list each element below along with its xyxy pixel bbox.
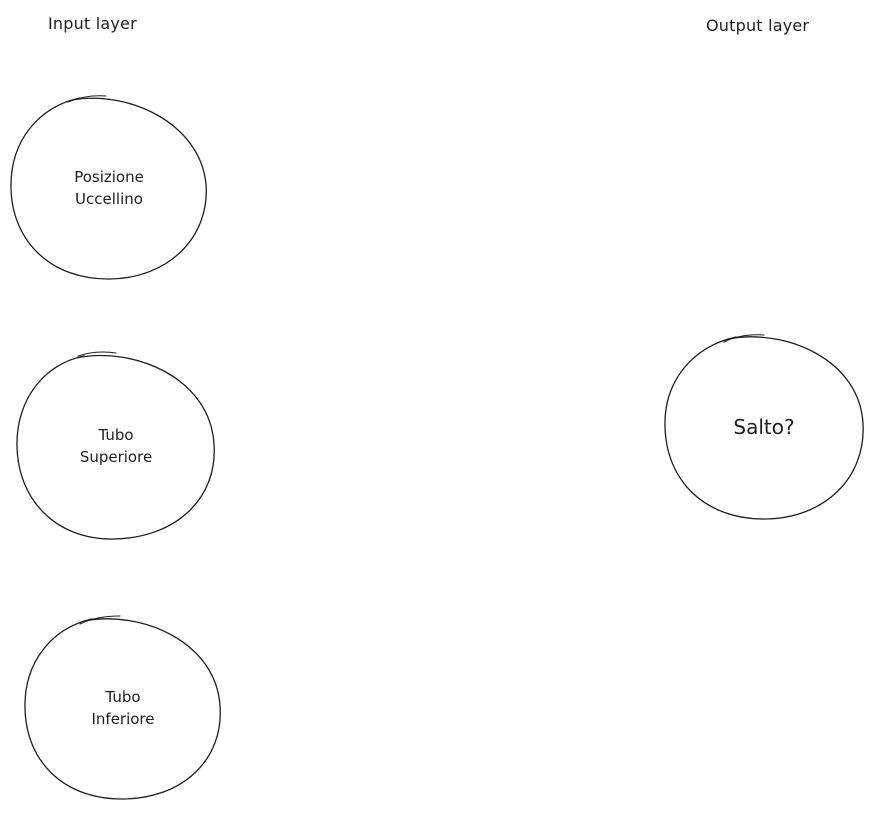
neuron-label-line: Inferiore	[91, 710, 155, 728]
neuron-label: Posizione Uccellino	[10, 96, 208, 280]
neuron-circle	[24, 615, 221, 800]
neuron-label-line: Salto?	[733, 415, 795, 439]
neuron-circle	[664, 334, 864, 520]
neuron-label: Tubo Inferiore	[24, 616, 222, 800]
neuron-circle	[10, 95, 207, 280]
neuron-label-line: Posizione	[74, 168, 144, 186]
neuron-label-line: Tubo	[98, 426, 134, 444]
input-neuron-bird-position: Posizione Uccellino	[10, 95, 208, 280]
neuron-label-line: Superiore	[79, 448, 153, 466]
input-neuron-upper-tube: Tubo Superiore	[16, 351, 216, 540]
input-neuron-lower-tube: Tubo Inferiore	[24, 615, 222, 800]
neuron-label-line: Uccellino	[75, 190, 143, 208]
output-neuron-jump: Salto?	[664, 334, 864, 520]
neuron-label-line: Tubo	[105, 688, 141, 706]
output-layer-title: Output layer	[706, 16, 810, 35]
neuron-label: Salto?	[664, 334, 864, 520]
neuron-label: Tubo Superiore	[16, 352, 216, 540]
input-layer-title: Input layer	[48, 14, 137, 33]
neuron-circle	[16, 351, 215, 540]
